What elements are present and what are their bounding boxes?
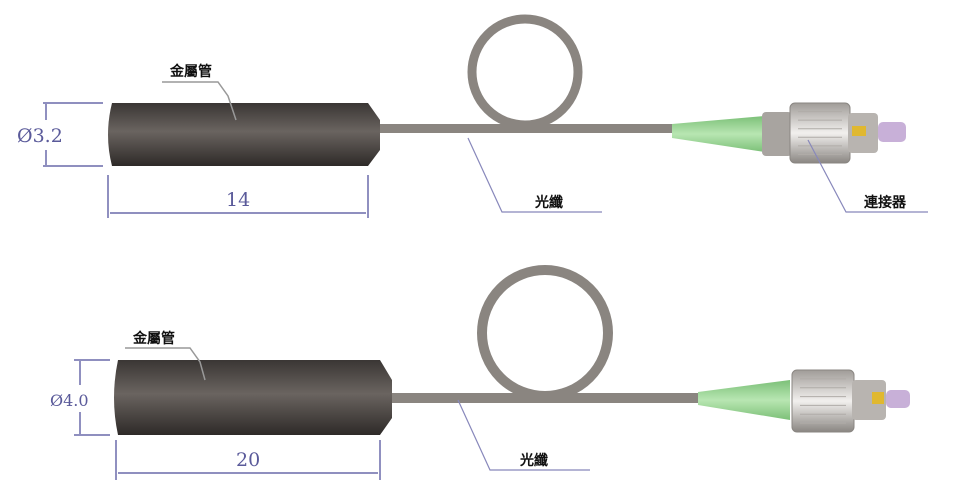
bottom-tube-leader bbox=[125, 347, 206, 381]
top-assembly: Ø3.2 14 金屬管 光纖 連接器 bbox=[17, 14, 928, 218]
strain-relief-boot bbox=[672, 116, 765, 152]
connector-key bbox=[872, 392, 884, 404]
connector-key bbox=[852, 126, 866, 136]
top-connector-leader bbox=[807, 139, 928, 213]
top-dimension-lines bbox=[43, 102, 369, 218]
top-connector-label: 連接器 bbox=[864, 194, 907, 211]
top-length-label: 14 bbox=[226, 189, 250, 211]
bottom-tube-label: 金屬管 bbox=[132, 330, 175, 347]
fiber-cable bbox=[370, 124, 680, 133]
bottom-diameter-label: Ø4.0 bbox=[50, 391, 89, 410]
bottom-length-label: 20 bbox=[236, 449, 260, 471]
fiber-loop bbox=[477, 265, 613, 401]
bottom-fiber-label: 光纖 bbox=[519, 452, 548, 469]
ferrule bbox=[886, 390, 910, 408]
bottom-fiber-leader bbox=[457, 399, 590, 471]
metal-tube bbox=[108, 103, 380, 166]
metal-tube bbox=[114, 360, 392, 435]
connector-body bbox=[762, 112, 792, 156]
bottom-dimension-lines bbox=[74, 359, 381, 480]
top-tube-leader bbox=[162, 81, 237, 121]
fiber-cable bbox=[380, 393, 705, 403]
ferrule bbox=[878, 122, 906, 142]
top-tube-label: 金屬管 bbox=[169, 63, 212, 80]
connector-rear bbox=[852, 380, 886, 420]
bottom-assembly: Ø4.0 20 金屬管 光纖 bbox=[50, 265, 910, 480]
fiber-loop bbox=[467, 14, 583, 130]
top-fiber-label: 光纖 bbox=[534, 194, 563, 211]
top-fiber-leader bbox=[467, 137, 602, 213]
top-diameter-label: Ø3.2 bbox=[17, 125, 63, 147]
strain-relief-boot bbox=[698, 380, 790, 420]
